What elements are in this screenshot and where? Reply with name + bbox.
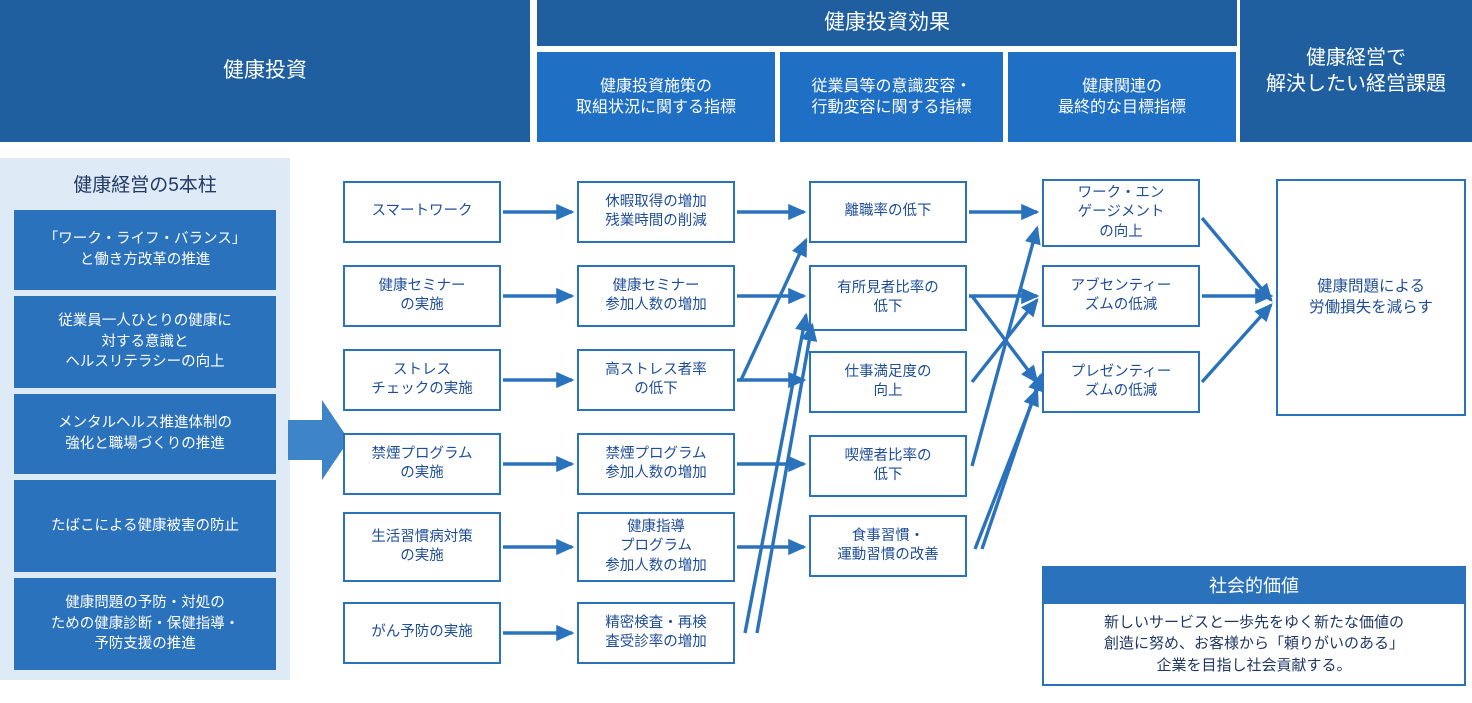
pillar-item-health-literacy: 従業員一人ひとりの健康に対する意識とヘルスリテラシーの向上 <box>14 296 276 388</box>
header-sub-final-indicator: 健康関連の最終的な目標指標 <box>1008 52 1236 142</box>
header-health-investment: 健康投資 <box>0 0 530 142</box>
node-activity-seminar-participants: 健康セミナー参加人数の増加 <box>577 265 735 327</box>
pillars-title: 健康経営の5本柱 <box>73 175 217 196</box>
node-measure-lifestyle-disease: 生活習慣病対策の実施 <box>343 512 501 582</box>
arrow-diet-to-presenteeism-2 <box>980 372 1044 550</box>
node-measure-stress-check: ストレスチェックの実施 <box>343 349 501 411</box>
pillar-item-tobacco-prevention: たばこによる健康被害の防止 <box>14 480 276 572</box>
pillar-item-health-checkup: 健康問題の予防・対処のための健康診断・保健指導・予防支援の推進 <box>14 578 276 670</box>
node-behavior-job-satisfaction: 仕事満足度の向上 <box>809 351 967 413</box>
node-final-presenteeism: プレゼンティーズムの低減 <box>1042 351 1200 413</box>
node-behavior-diet-exercise: 食事習慣・運動習慣の改善 <box>809 515 967 577</box>
node-activity-detailed-exam-rate: 精密検査・再検査受診率の増加 <box>577 602 735 664</box>
arrow-diet-to-presenteeism <box>973 387 1039 550</box>
social-value-body: 新しいサービスと一歩先をゆく新たな価値の創造に努め、お客様から「頼りがいのある」… <box>1042 604 1466 686</box>
node-behavior-abnormal-finding-rate: 有所見者比率の低下 <box>809 265 967 331</box>
social-value-title: 社会的価値 <box>1042 566 1466 604</box>
header-sub-behavior-indicator: 従業員等の意識変容・行動変容に関する指標 <box>780 52 1003 142</box>
node-behavior-smoker-rate: 喫煙者比率の低下 <box>809 435 967 497</box>
arrow-smokerrate-to-engagement <box>970 225 1041 467</box>
node-activity-smoking-program-participants: 禁煙プログラム参加人数の増加 <box>577 433 735 495</box>
header-health-investment-effect: 健康投資効果 <box>537 0 1237 46</box>
pillars-panel: 健康経営の5本柱 「ワーク・ライフ・バランス」と働き方改革の推進 従業員一人ひと… <box>0 158 290 680</box>
pillar-item-work-life-balance: 「ワーク・ライフ・バランス」と働き方改革の推進 <box>14 210 276 290</box>
node-measure-cancer-prevention: がん予防の実施 <box>343 602 501 664</box>
pillar-item-mental-health: メンタルヘルス推進体制の強化と職場づくりの推進 <box>14 394 276 474</box>
node-activity-high-stress-rate: 高ストレス者率の低下 <box>577 349 735 411</box>
node-activity-guidance-program-participants: 健康指導プログラム参加人数の増加 <box>577 512 735 582</box>
node-final-work-engagement: ワーク・エンゲージメントの向上 <box>1042 179 1200 247</box>
node-final-absenteeism: アブセンティーズムの低減 <box>1042 265 1200 327</box>
node-behavior-turnover-rate: 離職率の低下 <box>809 181 967 243</box>
social-value-card: 社会的価値 新しいサービスと一歩先をゆく新たな価値の創造に努め、お客様から「頼り… <box>1042 566 1466 686</box>
arrow-engagement-to-goal <box>1200 216 1273 302</box>
node-measure-smoking-program: 禁煙プログラムの実施 <box>343 433 501 495</box>
header-management-issue: 健康経営で解決したい経営課題 <box>1240 0 1472 142</box>
arrow-presenteeism-to-goal <box>1200 303 1273 384</box>
big-right-arrow-icon <box>288 400 349 480</box>
arrow-stressrate-to-turnover <box>739 237 808 381</box>
node-activity-leave-overtime: 休暇取得の増加残業時間の削減 <box>577 181 735 243</box>
arrow-exam-to-abnormal <box>743 312 811 634</box>
header-sub-activity-indicator: 健康投資施策の取組状況に関する指標 <box>537 52 775 142</box>
node-measure-health-seminar: 健康セミナーの実施 <box>343 265 501 327</box>
arrow-abnormal-to-presenteeism <box>970 294 1039 385</box>
node-measure-smartwork: スマートワーク <box>343 181 501 243</box>
node-business-goal: 健康問題による労働損失を減らす <box>1276 179 1466 416</box>
arrow-satisfaction-to-absenteeism <box>970 297 1039 384</box>
arrow-diet-to-abnormal <box>755 322 818 634</box>
